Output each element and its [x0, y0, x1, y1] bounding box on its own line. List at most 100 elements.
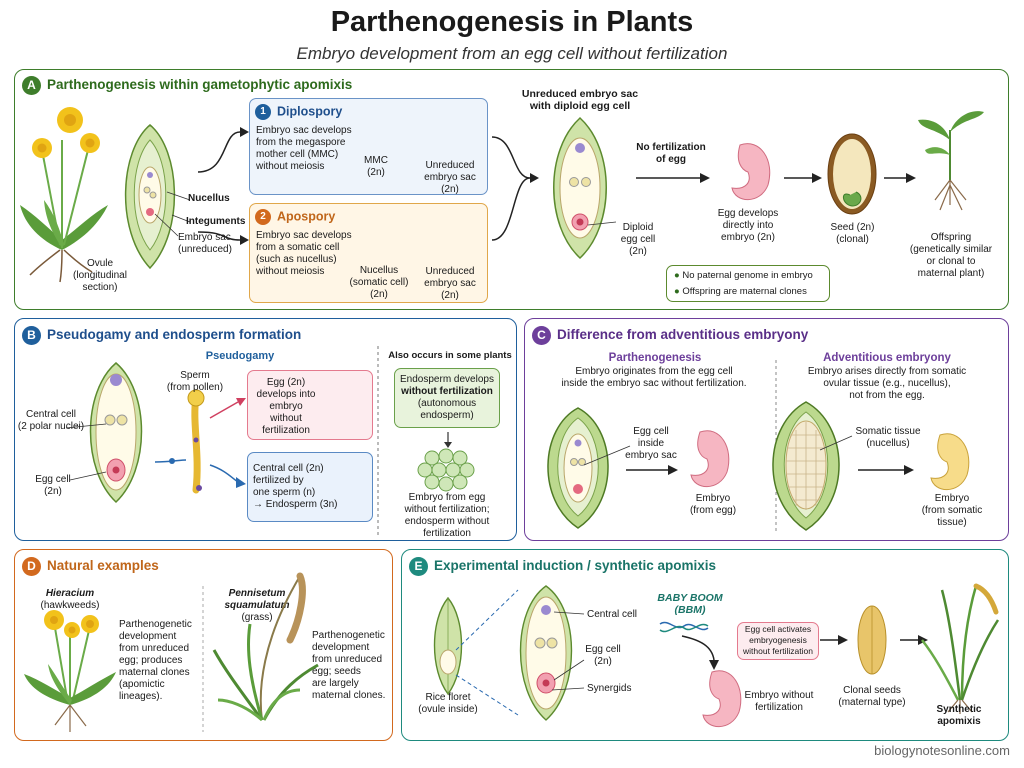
seed-label: Seed (2n) (clonal)	[830, 222, 875, 245]
egg-activates-box	[737, 622, 819, 660]
bullet-2: ● Offspring are maternal clones	[674, 286, 807, 297]
endo-box-line2: without fertilization	[401, 386, 493, 397]
bbm-embryo-icon	[702, 670, 742, 728]
panel-e-title-text: Experimental induction / synthetic apomi…	[434, 558, 717, 574]
bullet-1-text: No paternal genome in embryo	[682, 270, 813, 281]
panel-e-badge: E	[409, 557, 428, 576]
egg-activates-text: Egg cell activates embryogenesis without…	[743, 624, 813, 656]
panel-e-title: E Experimental induction / synthetic apom…	[409, 557, 716, 576]
synthetic-apomixis-label: Synthetic apomixis	[936, 704, 982, 727]
panel-d-title-text: Natural examples	[47, 558, 159, 574]
dandelion-plant-icon	[20, 107, 108, 283]
central-cell-box-text: Central cell (2n) fertilized by one sper…	[253, 463, 338, 510]
embryo-icon	[731, 143, 771, 201]
embryo-from-somatic-label: Embryo (from somatic tissue)	[921, 493, 983, 528]
embryo-from-egg-label: Embryo (from egg)	[689, 493, 737, 516]
panel-c-badge: C	[532, 326, 551, 345]
panel-c-illustration	[547, 360, 970, 534]
endo-caption: Embryo from egg without fertilization; e…	[404, 492, 490, 539]
panel-e	[401, 549, 1009, 741]
rice-embryo-sac-icon	[519, 585, 585, 721]
panel-d-badge: D	[22, 557, 41, 576]
parth-embryo-icon	[690, 430, 730, 488]
somatic-tissue-label: Somatic tissue (nucellus)	[855, 426, 921, 449]
diplospory-text: Embryo sac develops from the megaspore m…	[256, 125, 352, 172]
lbl-nucellus: Nucellus	[188, 193, 230, 204]
panel-c-title: C Difference from adventitious embryony	[532, 326, 808, 345]
parth-title: Parthenogenesis	[608, 352, 702, 364]
diplospory-sac-label: Unreduced embryo sac (2n)	[424, 160, 476, 195]
apospory-sac-label: Unreduced embryo sac (2n)	[424, 266, 476, 301]
bullets-box	[666, 265, 830, 302]
bullet-2-text: Offspring are maternal clones	[682, 286, 807, 297]
panel-b-badge: B	[22, 326, 41, 345]
ex2-name: Pennisetum squamulatum	[224, 588, 290, 611]
clonal-seeds-label: Clonal seeds (maternal type)	[838, 685, 906, 708]
apospory-badge: 2	[255, 209, 271, 225]
ex2-text: Parthenogenetic development from unreduc…	[312, 630, 386, 701]
offspring-label: Offspring (genetically similar or clonal…	[909, 232, 993, 279]
panel-d	[14, 549, 393, 741]
panel-e-illustration	[433, 583, 1000, 728]
ex1-text: Parthenogenetic development from unreduc…	[119, 619, 192, 702]
dna-icon	[659, 621, 709, 633]
nucellus-cell-label: Nucellus (somatic cell) (2n)	[349, 265, 409, 300]
panel-a-badge: A	[22, 76, 41, 95]
adv-ovule-icon	[772, 401, 853, 531]
egg-develops-box-text: Egg (2n) develops into embryo without fe…	[256, 377, 316, 436]
adv-title: Adventitious embryony	[823, 352, 951, 364]
panel-b-title: B Pseudogamy and endosperm formation	[22, 326, 301, 345]
panel-d-title: D Natural examples	[22, 557, 159, 576]
panel-a-title-text: Parthenogenesis within gametophytic apom…	[47, 77, 353, 93]
panel-a-title: A Parthenogenesis within gametophytic apo…	[22, 76, 352, 95]
egg-cell-label: Egg cell (2n)	[35, 474, 71, 497]
ex1-name: Hieracium	[45, 588, 95, 599]
parth-egg-label: Egg cell inside embryo sac	[625, 426, 677, 461]
pseudogamy-label: Pseudogamy	[205, 350, 275, 362]
sperm-label: Sperm (from pollen)	[166, 370, 224, 393]
offspring-plant-icon	[918, 111, 984, 211]
apospory-box	[249, 203, 488, 303]
panel-b-title-text: Pseudogamy and endosperm formation	[47, 327, 302, 343]
adv-embryo-icon	[930, 433, 970, 491]
lbl-embryo-sac: Embryo sac (unreduced)	[178, 232, 232, 255]
synergids-label: Synergids	[587, 683, 632, 694]
clonal-seed-icon	[827, 133, 877, 215]
parth-text: Embryo originates from the egg cell insi…	[561, 366, 747, 389]
endo-box-line3: (autonomous endosperm)	[417, 398, 477, 421]
central-cell-label: Central cell (2 polar nuclei)	[17, 409, 85, 432]
embryo-without-fert-label: Embryo without fertilization	[744, 690, 814, 713]
endo-box-line1: Endosperm develops	[400, 374, 494, 385]
bbm-label: BABY BOOM (BBM)	[657, 592, 723, 616]
central-cell-box	[247, 452, 373, 522]
panel-a	[14, 69, 1009, 310]
diploid-egg-label: Diploid egg cell (2n)	[620, 222, 656, 257]
panel-c-title-text: Difference from adventitious embryony	[557, 327, 809, 343]
autonomous-endosperm-box	[394, 368, 500, 428]
rice-central-cell-label: Central cell	[587, 609, 638, 620]
hieracium-plant-icon	[24, 610, 116, 732]
diplospory-title-text: Diplospory	[277, 104, 343, 119]
no-fertilization-label: No fertilization of egg	[636, 142, 706, 165]
pseudogamy-embryo-sac-icon	[65, 362, 143, 504]
panel-b	[14, 318, 517, 541]
egg-develops-box	[247, 370, 373, 440]
apospory-text: Embryo sac develops from a somatic cell …	[256, 230, 352, 277]
synthetic-apomixis-plant-icon	[921, 583, 1000, 714]
ex1-common: (hawkweeds)	[40, 600, 100, 611]
rice-floret-icon	[433, 596, 463, 696]
ovule-caption: Ovule (longitudinal section)	[73, 258, 127, 293]
footer-source: biologynotesonline.com	[874, 743, 1010, 758]
apospory-title: 2 Apospory	[255, 209, 335, 225]
panel-d-illustration	[24, 572, 319, 732]
parth-ovule-icon	[547, 407, 631, 529]
ex2-common: (grass)	[241, 612, 273, 623]
apospory-title-text: Apospory	[277, 209, 336, 224]
unreduced-embryo-sac-icon	[553, 116, 617, 260]
page-subtitle: Embryo development from an egg cell with…	[296, 44, 728, 63]
egg-develops-label: Egg develops directly into embryo (2n)	[717, 208, 779, 243]
rice-egg-cell-label: Egg cell (2n)	[585, 644, 621, 667]
lbl-integuments: Integuments	[186, 216, 246, 227]
page-title: Parthenogenesis in Plants	[330, 6, 694, 38]
